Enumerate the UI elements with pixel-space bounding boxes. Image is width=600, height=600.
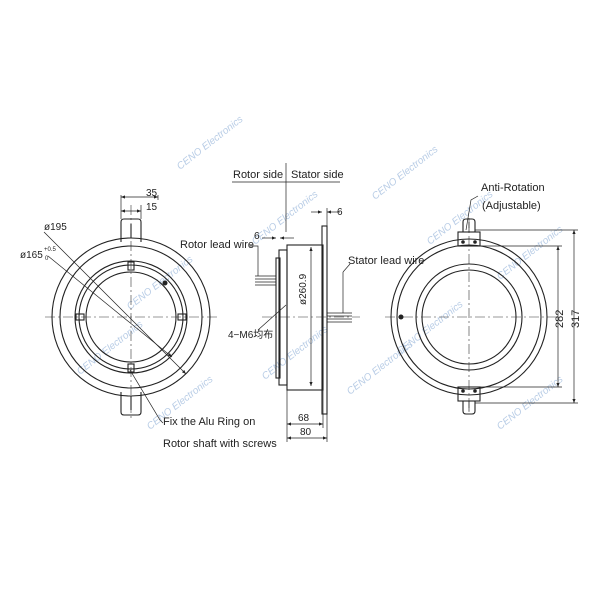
alu-ring-inner — [78, 264, 184, 370]
dia195-label: ø195 — [44, 222, 67, 233]
dia165-label: ø165 — [20, 250, 43, 261]
dia165-tolerance-upper: +0.5 — [44, 247, 57, 253]
watermark: CENO Electronics — [250, 189, 320, 247]
dim-80-label: 80 — [300, 427, 312, 438]
watermark: CENO Electronics — [370, 144, 440, 202]
anti-rotation-hole-top-left — [461, 240, 465, 244]
watermark: CENO Electronics — [495, 224, 565, 282]
rotor-collar — [275, 257, 281, 379]
fix-alu-ring-line1: Fix the Alu Ring on — [163, 416, 255, 428]
top-mounting-tab — [120, 218, 142, 242]
side-section-view: Rotor side Stator side Rotor lead wire S… — [180, 163, 424, 442]
stator-side-label: Stator side — [291, 169, 344, 181]
dim-282-label: 282 — [554, 310, 566, 328]
rotor-face-view: 35 15 ø195 ø165 +0.5 0 Fix the Alu Ring … — [20, 188, 277, 450]
dim-6-top-label: 6 — [337, 207, 343, 218]
screw-block-right — [177, 313, 187, 321]
dim-317-label: 317 — [570, 310, 582, 328]
anti-rotation-label: Anti-Rotation — [481, 182, 545, 194]
watermark: CENO Electronics — [425, 189, 495, 247]
screw-block-top — [127, 261, 135, 271]
bore — [85, 271, 177, 363]
dia195-leader — [43, 231, 187, 375]
stator-face-view: 282 317 Anti-Rotation (Adjustable) — [385, 182, 582, 415]
dim-68-label: 68 — [298, 413, 310, 424]
outer-ring-inner-edge — [59, 245, 203, 389]
stator-flange — [321, 225, 328, 415]
rotor-flange — [278, 249, 288, 386]
anti-rotation-pin-top — [462, 218, 476, 232]
dim-35-label: 35 — [146, 188, 158, 199]
rotor-lead-wire-leader — [250, 245, 259, 276]
anti-rotation-hole-bottom-left — [461, 389, 465, 393]
stator-locator-dot — [398, 314, 404, 320]
bottom-mounting-tab — [120, 392, 142, 416]
watermark: CENO Electronics — [175, 114, 245, 172]
dim-6-left-label: 6 — [254, 231, 260, 242]
dia165-leader — [47, 255, 173, 358]
stator-lead-wire-bundle — [327, 312, 352, 323]
stator-bore-inner — [421, 269, 517, 365]
dia165-tolerance-lower: 0 — [45, 256, 49, 262]
rotor-lead-wire-bundle — [255, 275, 276, 286]
stator-lead-wire-leader — [342, 263, 351, 273]
m6-leader — [257, 304, 287, 331]
watermark-layer: CENO Electronics CENO Electronics CENO E… — [75, 114, 565, 432]
m6-label: 4−M6均布 — [228, 329, 273, 341]
anti-rotation-hole-bottom-right — [473, 389, 477, 393]
screw-block-left — [75, 313, 85, 321]
fix-alu-ring-line2: Rotor shaft with screws — [163, 438, 277, 450]
rotor-lead-wire-label: Rotor lead wire — [180, 239, 254, 251]
stator-outer-ring — [390, 238, 548, 396]
stator-bore-outer — [415, 263, 523, 371]
adjustable-label: (Adjustable) — [482, 200, 541, 212]
fix-alu-ring-leader — [129, 369, 164, 424]
dia260-label: ø260.9 — [298, 273, 309, 305]
stator-inner-edge — [396, 244, 542, 390]
stator-lead-wire-label: Stator lead wire — [348, 255, 424, 267]
anti-rotation-pin-bottom — [462, 401, 476, 415]
anti-rotation-leader — [465, 195, 479, 231]
anti-rotation-hole-top-right — [473, 240, 477, 244]
dim-15-label: 15 — [146, 202, 158, 213]
rotor-side-label: Rotor side — [233, 169, 283, 181]
watermark: CENO Electronics — [395, 299, 465, 357]
main-body-section — [286, 244, 324, 391]
alu-ring-outer — [74, 260, 188, 374]
locator-dot — [162, 280, 168, 286]
